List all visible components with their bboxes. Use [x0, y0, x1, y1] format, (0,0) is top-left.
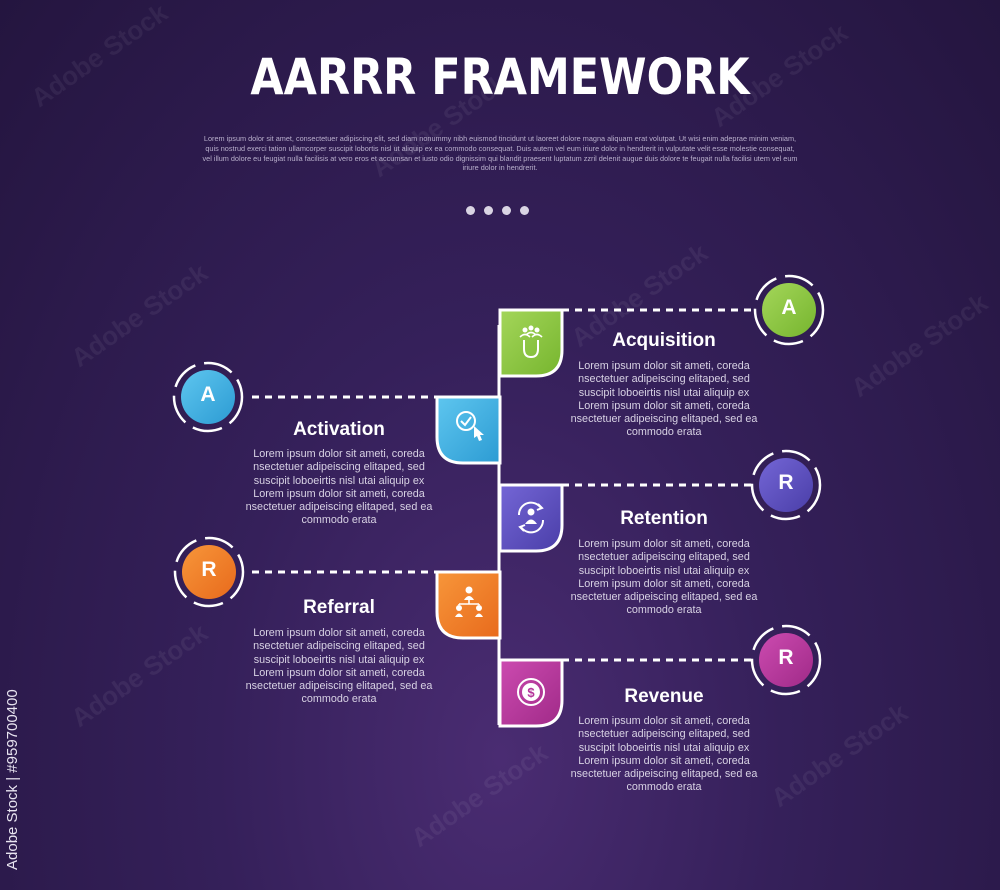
stock-id-label: Adobe Stock | #959700400 — [4, 689, 21, 870]
revenue-letter: R — [778, 646, 794, 669]
acquisition-letter-circle — [753, 274, 825, 346]
dot — [502, 206, 511, 215]
dollar-coin-icon: $ — [517, 678, 545, 706]
intro-paragraph: Lorem ipsum dolor sit amet, consectetuer… — [202, 134, 798, 173]
activation-letter: A — [200, 383, 216, 406]
retention-letter-circle — [750, 449, 822, 521]
activation-title: Activation — [293, 419, 385, 440]
svg-text:$: $ — [527, 685, 535, 700]
check-click-icon — [456, 411, 484, 441]
acquisition-description: Lorem ipsum dolor sit ameti, coreda nsec… — [570, 360, 758, 439]
referral-letter: R — [201, 558, 217, 581]
network-people-icon — [455, 586, 483, 617]
dot — [466, 206, 475, 215]
revenue-badge: $ — [498, 658, 564, 728]
acquisition-letter: A — [781, 296, 797, 319]
retention-title: Retention — [620, 508, 708, 529]
retention-badge — [498, 483, 564, 553]
referral-title: Referral — [303, 597, 375, 618]
retention-description: Lorem ipsum dolor sit ameti, coreda nsec… — [570, 538, 758, 617]
revenue-title: Revenue — [624, 686, 704, 707]
referral-badge — [435, 570, 502, 640]
activation-badge — [435, 395, 502, 465]
referral-letter-circle — [173, 536, 245, 608]
user-cycle-icon — [517, 501, 545, 534]
revenue-letter-circle — [750, 624, 822, 696]
activation-letter-circle — [172, 361, 244, 433]
revenue-description: Lorem ipsum dolor sit ameti, coreda nsec… — [570, 715, 758, 794]
acquisition-title: Acquisition — [612, 330, 716, 351]
dot — [484, 206, 493, 215]
activation-description: Lorem ipsum dolor sit ameti, coreda nsec… — [245, 448, 433, 527]
dot — [520, 206, 529, 215]
magnet-people-icon — [519, 325, 543, 359]
pagination-dots — [466, 206, 529, 215]
retention-letter: R — [778, 471, 794, 494]
acquisition-badge — [498, 308, 564, 378]
page-title: AARRR FRAMEWORK — [250, 48, 750, 106]
referral-description: Lorem ipsum dolor sit ameti, coreda nsec… — [245, 627, 433, 706]
